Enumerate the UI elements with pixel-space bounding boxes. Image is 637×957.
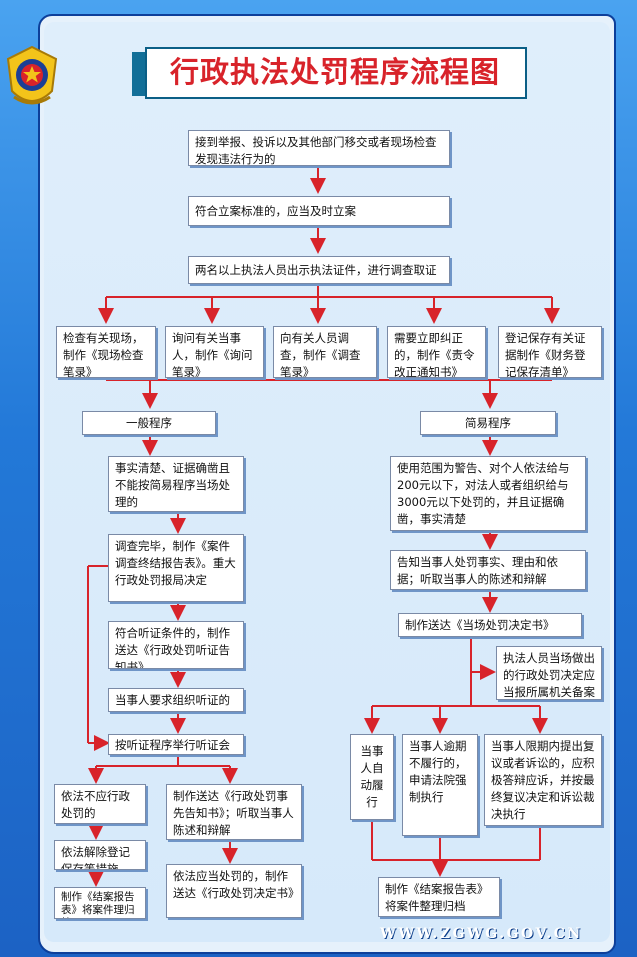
general-no-penalty: 依法不应行政处罚的 (54, 784, 146, 824)
simple-procedure-label: 简易程序 (420, 411, 556, 435)
step-investigate: 两名以上执法人员出示执法证件，进行调查取证 (188, 256, 450, 284)
simple-inform: 告知当事人处罚事实、理由和依据；听取当事人的陈述和辩解 (390, 550, 586, 590)
general-pre-notice: 制作送达《行政处罚事先告知书》；听取当事人陈述和辩解 (166, 784, 302, 840)
general-hearing-request: 当事人要求组织听证的 (108, 688, 244, 712)
general-procedure-label: 一般程序 (82, 411, 216, 435)
evidence-register: 登记保存有关证据制作《财务登记保存清单》 (498, 326, 602, 378)
simple-scope: 使用范围为警告、对个人依法给与200元以下，对法人或者组织给与3000元以下处罚… (390, 456, 586, 531)
simple-self-perform: 当事人自动履行 (350, 734, 394, 820)
simple-appeal: 当事人限期内提出复议或者诉讼的，应积极答辩应诉，并按最终复议决定和诉讼裁决执行 (484, 734, 602, 826)
general-hearing-notice: 符合听证条件的，制作送达《行政处罚听证告知书》 (108, 621, 244, 669)
general-decision: 依法应当处罚的，制作送达《行政处罚决定书》 (166, 864, 302, 918)
simple-court-enforce: 当事人逾期不履行的，申请法院强制执行 (402, 734, 478, 836)
general-report-done: 调查完毕，制作《案件调查终结报告表》。重大行政处罚报局决定 (108, 534, 244, 602)
general-release: 依法解除登记保存等措施 (54, 840, 146, 870)
step-register: 符合立案标准的，应当及时立案 (188, 196, 450, 226)
website-url: WWW.ZGWG.GOV.CN (380, 926, 583, 942)
general-hearing-held: 按听证程序举行听证会 (108, 734, 244, 755)
general-not-simple: 事实清楚、证据确凿且不能按简易程序当场处理的 (108, 456, 244, 512)
title-banner (145, 47, 527, 99)
simple-onsite-decision: 制作送达《当场处罚决定书》 (398, 613, 582, 637)
evidence-inquiry: 询问有关当事人，制作《询问笔录》 (165, 326, 264, 378)
evidence-site: 检查有关现场，制作《现场检查笔录》 (56, 326, 156, 378)
general-archive: 制作《结案报告表》将案件理归档 (54, 887, 146, 919)
evidence-survey: 向有关人员调查，制作《调查笔录》 (273, 326, 377, 378)
simple-archive: 制作《结案报告表》将案件整理归档 (378, 877, 500, 917)
evidence-correction: 需要立即纠正的，制作《责令改正通知书》 (387, 326, 486, 378)
page-title: 行政执法处罚程序流程图 (169, 55, 500, 89)
police-emblem-icon (6, 45, 58, 105)
step-report: 接到举报、投诉以及其他部门移交或者现场检查发现违法行为的 (188, 130, 450, 166)
simple-file-record: 执法人员当场做出的行政处罚决定应当报所属机关备案 (496, 646, 602, 700)
